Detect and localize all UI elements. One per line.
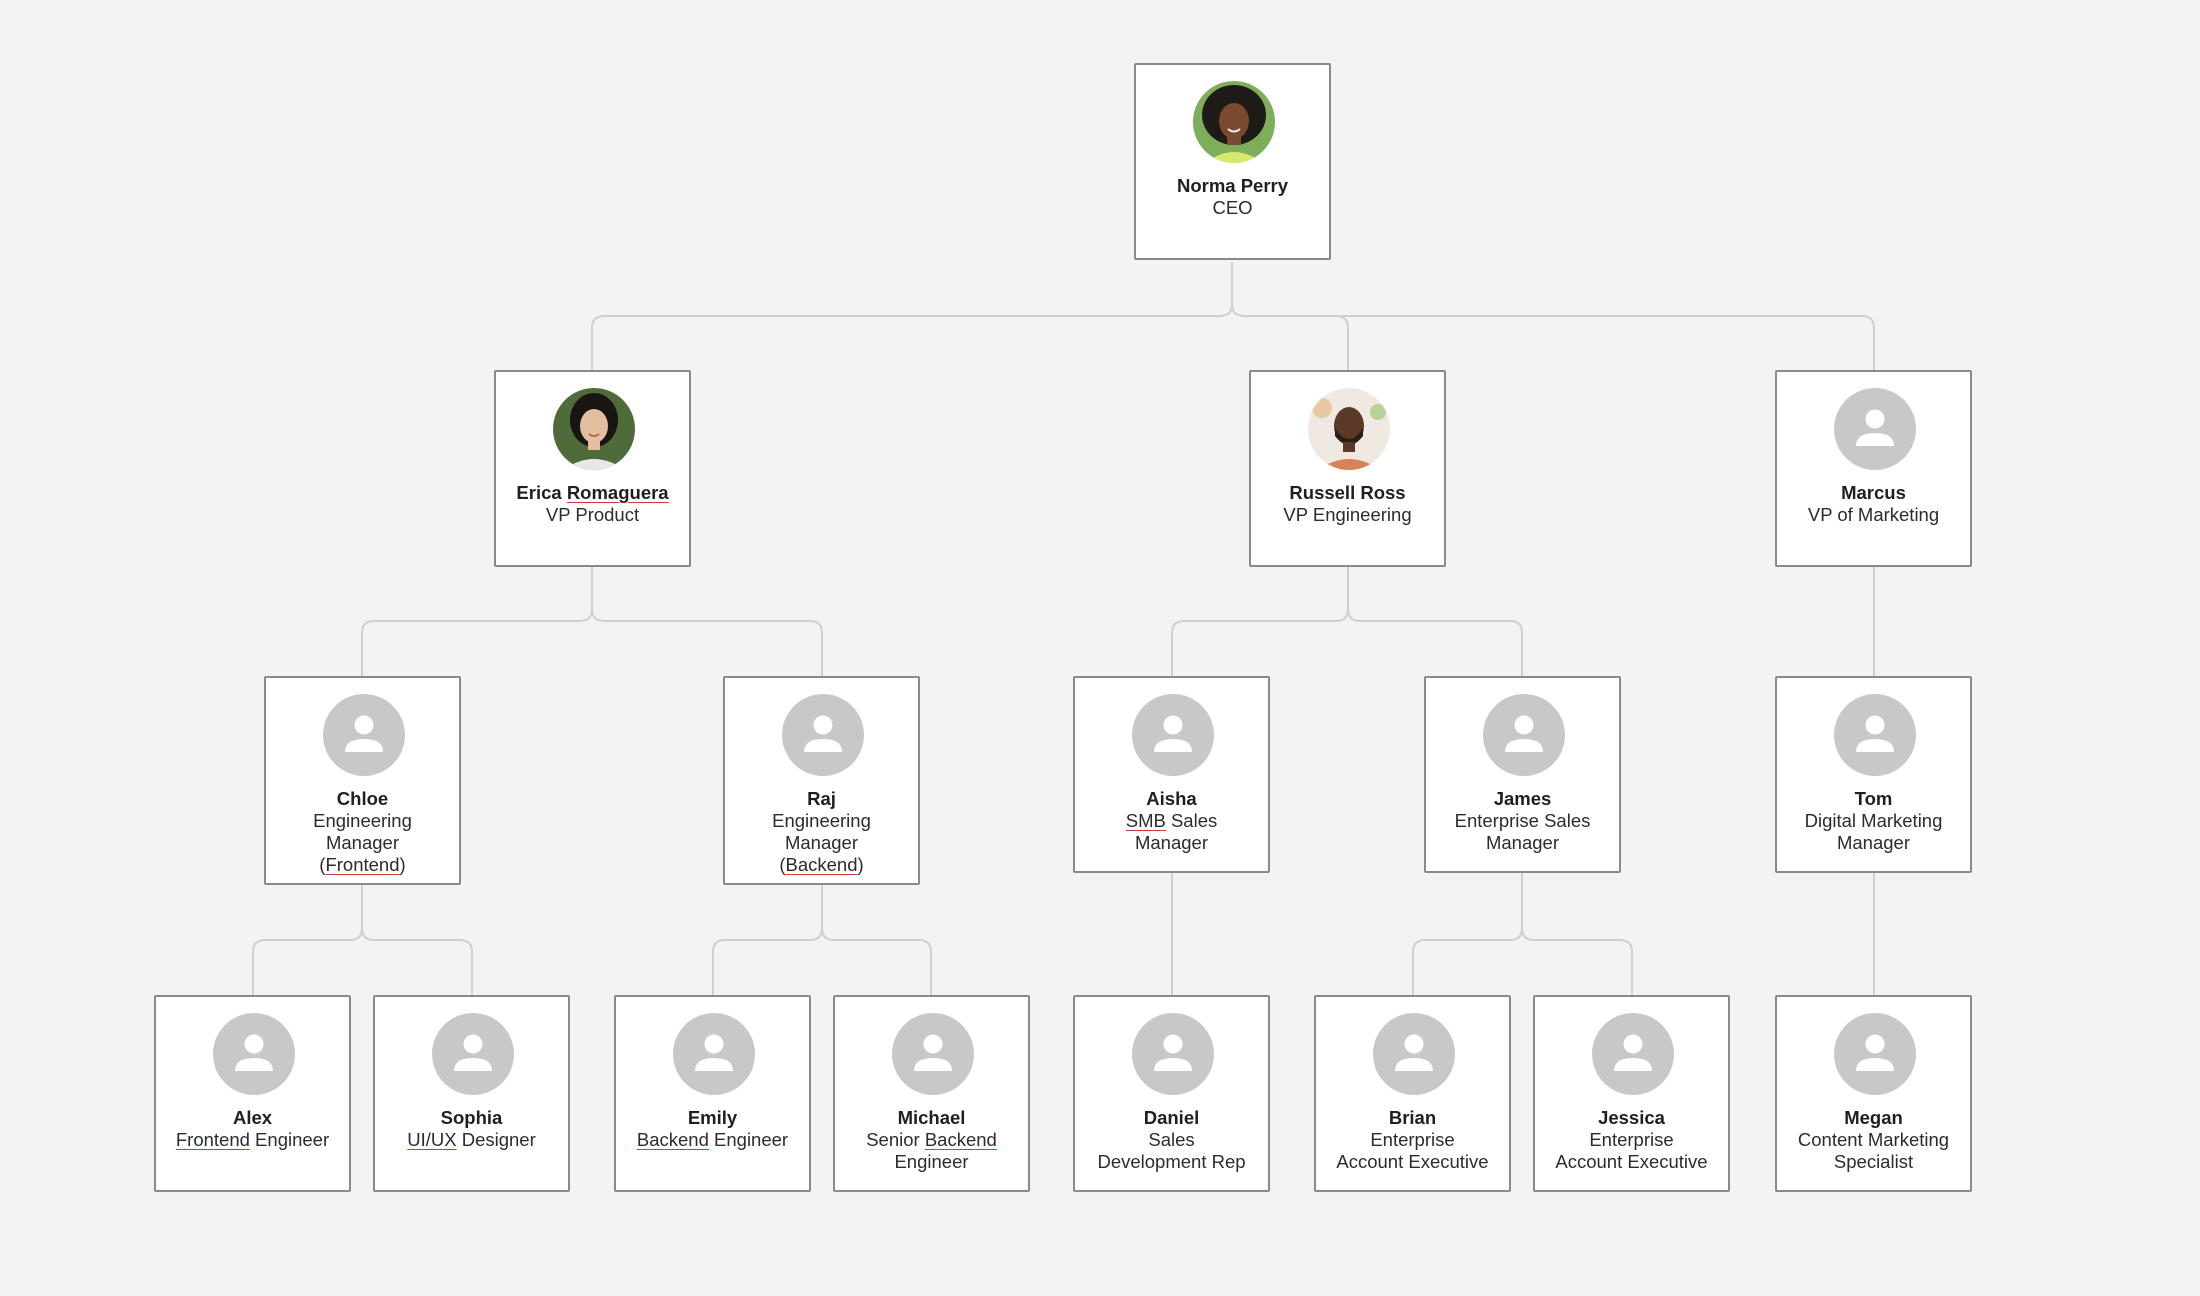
org-node-russell[interactable]: Russell Ross VP Engineering <box>1249 370 1446 567</box>
person-icon <box>213 1013 295 1095</box>
person-name: Raj <box>807 788 836 809</box>
person-icon <box>1373 1013 1455 1095</box>
connector-norma-erica <box>591 262 1233 370</box>
connector-james-brian <box>1412 873 1523 995</box>
org-node-erica[interactable]: Erica Romaguera VP Product <box>494 370 691 567</box>
person-icon <box>1483 694 1565 776</box>
person-name: Megan <box>1844 1107 1903 1128</box>
person-role: CEO <box>1212 197 1253 218</box>
person-role: VP Engineering <box>1283 504 1412 525</box>
avatar-photo-woman-dark-hair <box>553 388 635 470</box>
connector-chloe-sophia <box>361 927 473 995</box>
person-name: Emily <box>687 1107 738 1128</box>
person-name: Brian <box>1388 1107 1437 1128</box>
org-node-sophia[interactable]: Sophia UI/UX Designer <box>373 995 570 1192</box>
org-node-norma[interactable]: Norma Perry CEO <box>1134 63 1331 260</box>
person-icon <box>673 1013 755 1095</box>
connector-chloe-alex <box>252 885 363 995</box>
connector-russell-james <box>1347 608 1523 676</box>
connector-erica-chloe <box>361 567 593 676</box>
connector-norma-marcus <box>1336 315 1875 370</box>
person-icon <box>323 694 405 776</box>
person-name: Sophia <box>440 1107 503 1128</box>
person-name: Daniel <box>1143 1107 1200 1128</box>
person-name: Michael <box>897 1107 966 1128</box>
avatar-photo-man-beard <box>1308 388 1390 470</box>
person-icon <box>1132 694 1214 776</box>
connector-erica-raj <box>591 608 823 676</box>
person-name: Chloe <box>336 788 389 809</box>
person-role: Backend Engineer <box>636 1129 789 1150</box>
person-name: Tom <box>1854 788 1893 809</box>
person-name: Erica Romaguera <box>516 482 669 503</box>
org-node-marcus[interactable]: Marcus VP of Marketing <box>1775 370 1972 567</box>
person-icon <box>1834 388 1916 470</box>
org-node-emily[interactable]: Emily Backend Engineer <box>614 995 811 1192</box>
person-name: Jessica <box>1598 1107 1665 1128</box>
connector-russell-aisha <box>1171 567 1349 676</box>
connector-raj-michael <box>821 927 932 995</box>
org-node-alex[interactable]: Alex Frontend Engineer <box>154 995 351 1192</box>
person-icon <box>782 694 864 776</box>
person-name: Aisha <box>1146 788 1197 809</box>
person-icon <box>432 1013 514 1095</box>
person-icon <box>1132 1013 1214 1095</box>
person-icon <box>1592 1013 1674 1095</box>
person-icon <box>1834 694 1916 776</box>
connector-james-jessica <box>1521 927 1633 995</box>
connector-raj-emily <box>712 885 823 995</box>
person-role: UI/UX Designer <box>407 1129 536 1150</box>
person-role: VP of Marketing <box>1807 504 1940 525</box>
person-name: James <box>1493 788 1552 809</box>
person-icon <box>1834 1013 1916 1095</box>
person-name: Norma Perry <box>1176 175 1289 196</box>
person-name: Marcus <box>1841 482 1906 503</box>
person-role: VP Product <box>545 504 640 525</box>
person-name: Alex <box>232 1107 273 1128</box>
avatar-photo-woman-curly-hair <box>1193 81 1275 163</box>
person-icon <box>892 1013 974 1095</box>
person-name: Russell Ross <box>1289 482 1406 503</box>
connector-norma-russell <box>1231 303 1349 370</box>
person-role: Frontend Engineer <box>175 1129 330 1150</box>
